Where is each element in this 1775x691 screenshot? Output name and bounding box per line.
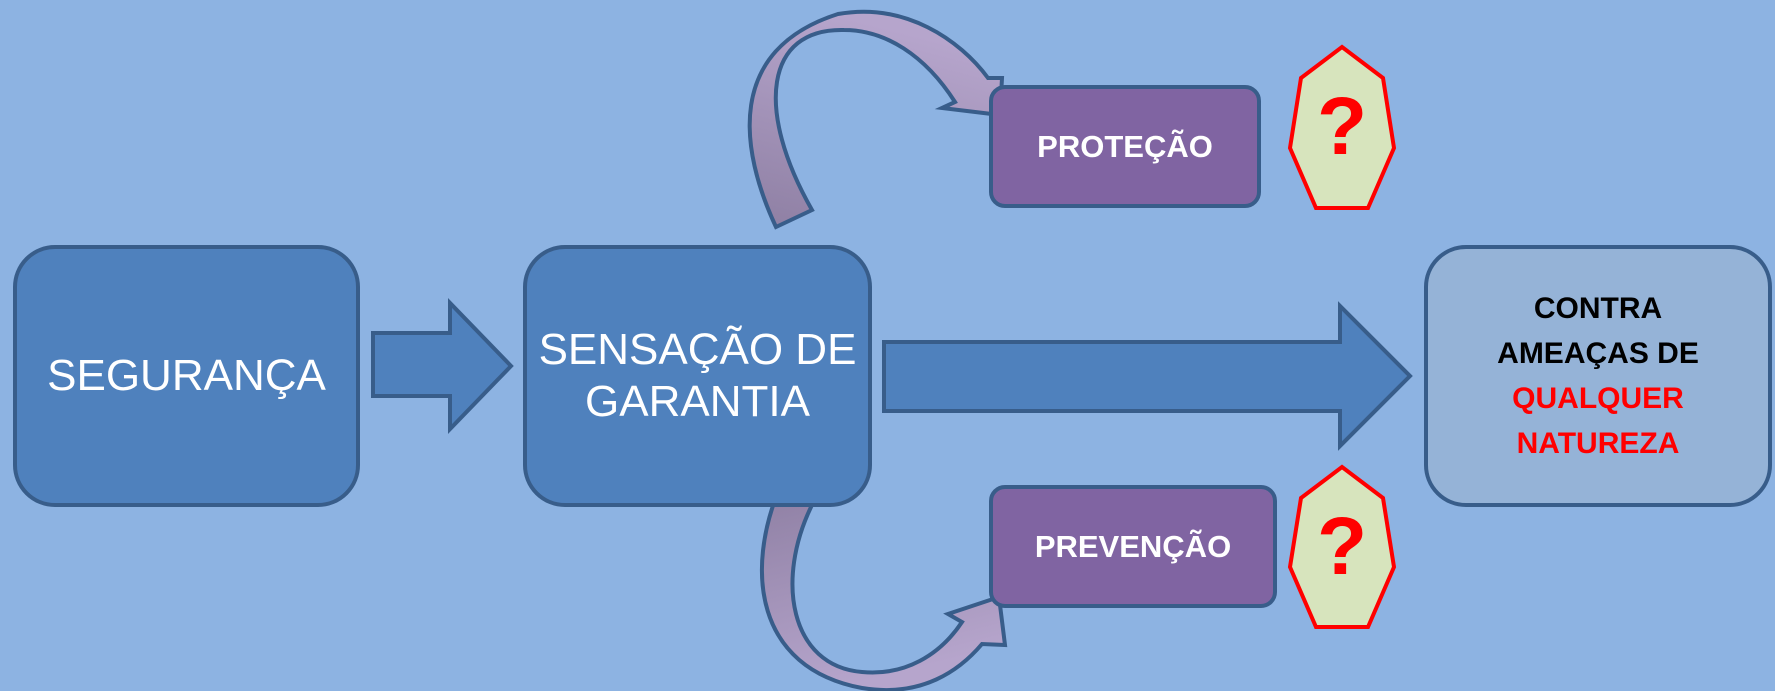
result-line4: NATUREZA [1516, 427, 1680, 460]
node-sensacao-line2: GARANTIA [585, 377, 810, 426]
question-mark-protecao: ? [1316, 81, 1368, 172]
result-line2: AMEAÇAS DE [1497, 337, 1699, 370]
result-line1: CONTRA [1533, 292, 1663, 325]
node-sensacao-line1: SENSAÇÃO DE [538, 325, 857, 374]
result-line3: QUALQUER [1512, 382, 1684, 415]
arrow-sensacao-to-result [882, 301, 1413, 451]
curved-arrow-to-prevencao [759, 484, 1008, 691]
heptagon-prevencao-shape [1287, 464, 1397, 629]
node-sensacao-de-garantia: SENSAÇÃO DE GARANTIA [523, 245, 872, 507]
node-prevencao: PREVENÇÃO [989, 485, 1277, 608]
question-mark-prevencao: ? [1316, 501, 1368, 592]
arrow-seguranca-to-sensacao [371, 298, 514, 434]
node-result: CONTRA AMEAÇAS DE QUALQUER NATUREZA [1424, 245, 1772, 507]
node-seguranca-label: SEGURANÇA [47, 351, 326, 400]
node-protecao-label: PROTEÇÃO [1037, 128, 1213, 164]
curved-arrow-to-protecao [747, 9, 1005, 230]
node-protecao: PROTEÇÃO [989, 85, 1261, 208]
node-prevencao-label: PREVENÇÃO [1034, 528, 1232, 564]
node-seguranca: SEGURANÇA [13, 245, 360, 507]
heptagon-protecao-shape [1287, 44, 1397, 210]
